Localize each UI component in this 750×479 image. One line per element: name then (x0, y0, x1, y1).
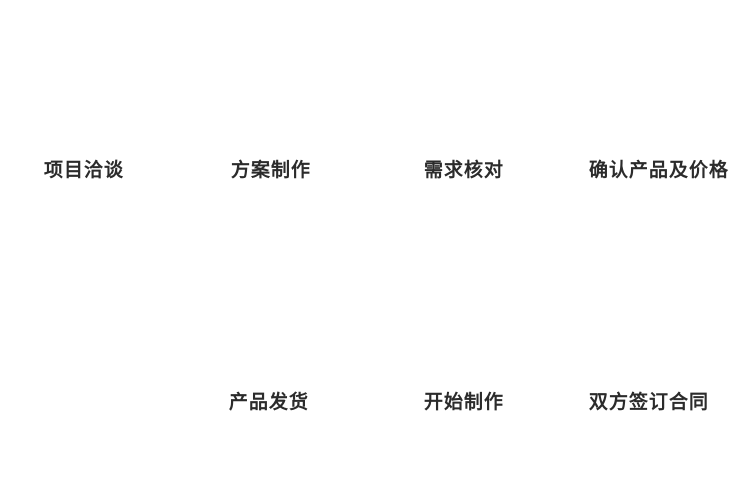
step-project-negotiation: 项目洽谈 (44, 160, 125, 181)
step-start-production: 开始制作 (424, 392, 505, 413)
step-proposal-creation: 方案制作 (231, 160, 312, 181)
step-sign-contract: 双方签订合同 (589, 392, 710, 413)
step-requirements-check: 需求核对 (424, 160, 505, 181)
step-product-shipment: 产品发货 (229, 392, 310, 413)
step-confirm-product-price: 确认产品及价格 (589, 160, 730, 181)
